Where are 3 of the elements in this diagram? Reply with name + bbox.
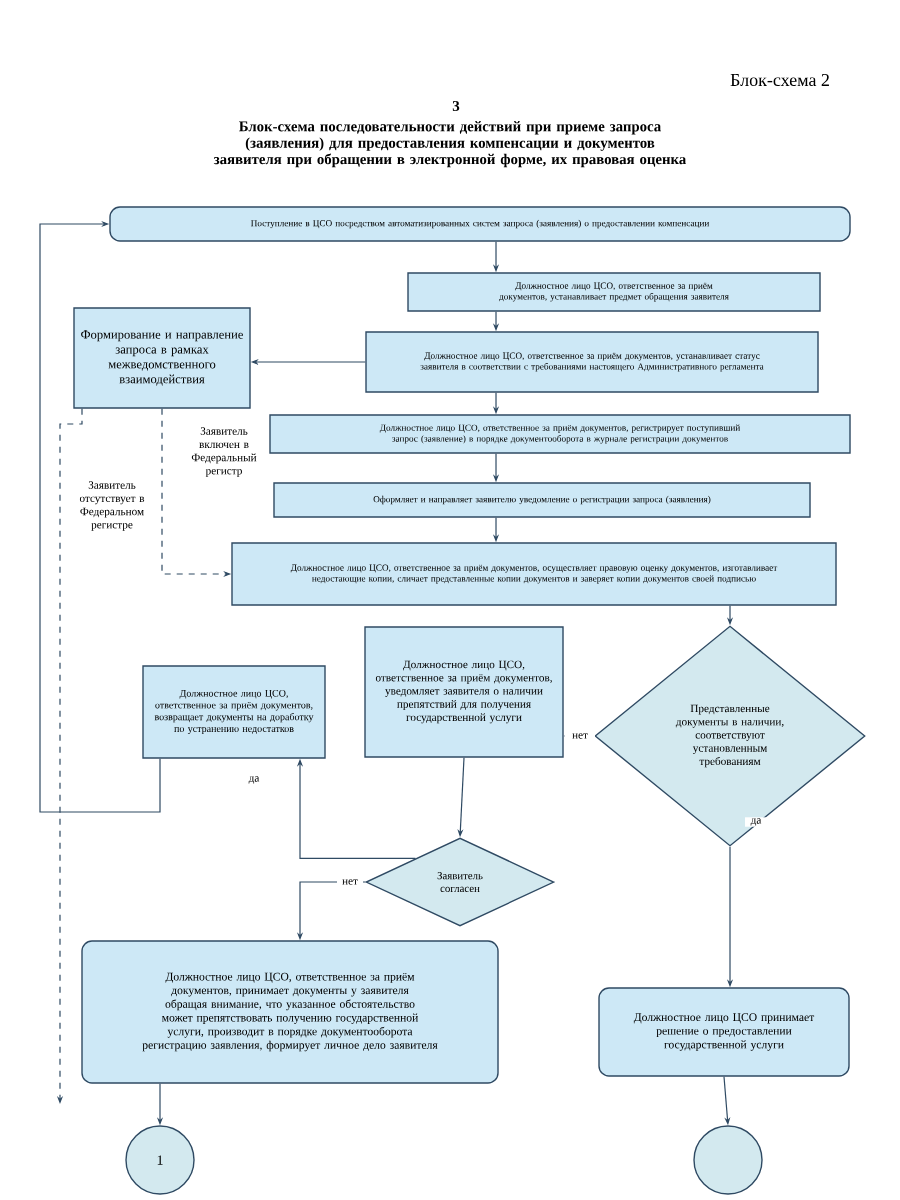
connector-circle [693,1125,763,1195]
arrow [39,220,161,813]
page-label: Блок-схема 2 [730,73,829,87]
